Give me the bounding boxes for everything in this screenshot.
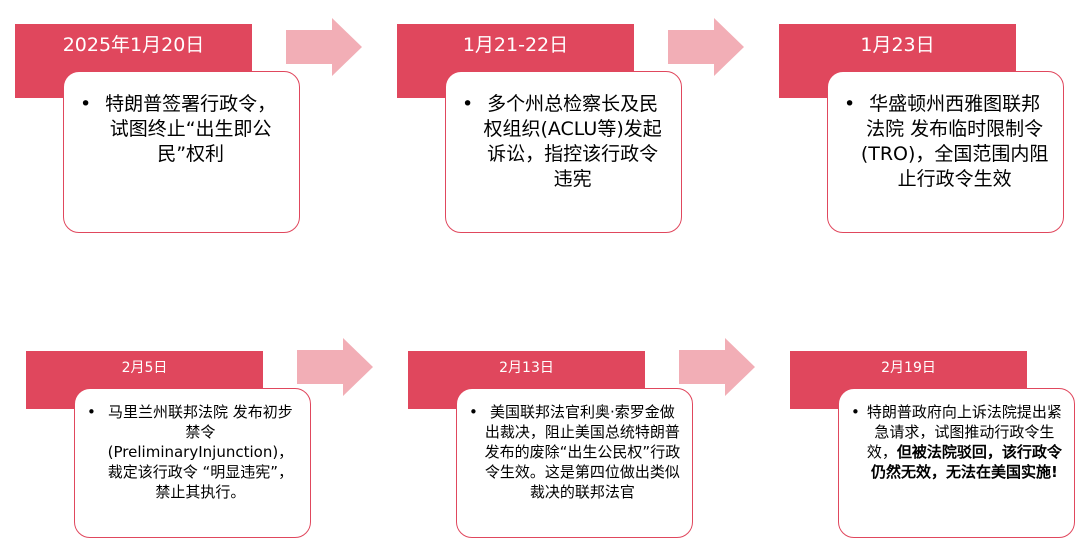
date-label-6: 2月19日 bbox=[881, 360, 936, 376]
bullet-icon: • bbox=[851, 403, 860, 421]
date-label-4: 2月5日 bbox=[121, 360, 168, 376]
date-label-3: 1月23日 bbox=[860, 34, 935, 56]
event-text-6: 特朗普政府向上诉法院提出紧急请求，试图推动行政令生效，但被法院驳回，该行政令仍然… bbox=[865, 402, 1064, 482]
bullet-icon: • bbox=[844, 93, 856, 115]
event-card-2: • 多个州总检察长及民权组织(ACLU等)发起诉讼，指控该行政令违宪 bbox=[445, 71, 682, 233]
date-label-1: 2025年1月20日 bbox=[62, 34, 205, 56]
event-card-5: • 美国联邦法官利奥·索罗金做出裁决，阻止美国总统特朗普发布的废除“出生公民权”… bbox=[456, 388, 693, 538]
bullet-icon: • bbox=[462, 93, 474, 115]
arrow-right-icon bbox=[297, 338, 373, 396]
arrow-right-icon bbox=[668, 18, 744, 76]
event-text-1: 特朗普签署行政令，试图终止“出生即公民”权利 bbox=[105, 93, 277, 165]
event-card-3: • 华盛顿州西雅图联邦法院 发布临时限制令(TRO)，全国范围内阻止行政令生效 bbox=[827, 71, 1064, 233]
event-text-4: 马里兰州联邦法院 发布初步禁令(PreliminaryInjunction)，裁… bbox=[107, 403, 294, 501]
date-label-2: 1月21-22日 bbox=[462, 34, 569, 56]
event-card-4: • 马里兰州联邦法院 发布初步禁令(PreliminaryInjunction)… bbox=[74, 388, 311, 538]
bullet-icon: • bbox=[80, 93, 92, 115]
event-card-6: • 特朗普政府向上诉法院提出紧急请求，试图推动行政令生效，但被法院驳回，该行政令… bbox=[838, 388, 1075, 538]
arrow-right-icon bbox=[286, 18, 362, 76]
arrow-right-icon bbox=[679, 338, 755, 396]
date-label-5: 2月13日 bbox=[499, 360, 554, 376]
event-text-6-bold: 但被法院驳回，该行政令仍然无效，无法在美国实施! bbox=[871, 443, 1062, 481]
event-text-5: 美国联邦法官利奥·索罗金做出裁决，阻止美国总统特朗普发布的废除“出生公民权”行政… bbox=[484, 403, 681, 501]
event-text-2: 多个州总检察长及民权组织(ACLU等)发起诉讼，指控该行政令违宪 bbox=[483, 93, 662, 190]
bullet-icon: • bbox=[87, 403, 96, 421]
event-text-3: 华盛顿州西雅图联邦法院 发布临时限制令(TRO)，全国范围内阻止行政令生效 bbox=[860, 93, 1049, 190]
event-text-6-plain: 特朗普政府向上诉法院提出紧急请求，试图推动行政令生效， bbox=[866, 403, 1062, 461]
bullet-icon: • bbox=[469, 403, 478, 421]
event-card-1: • 特朗普签署行政令，试图终止“出生即公民”权利 bbox=[63, 71, 300, 233]
